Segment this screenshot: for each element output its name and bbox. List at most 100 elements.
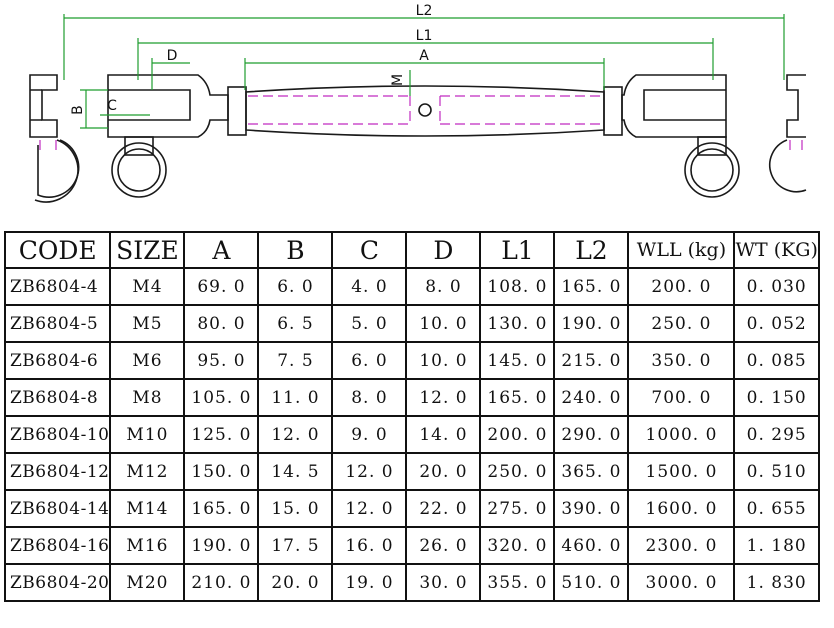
cell-c: 12. 0 [331, 452, 408, 491]
cell-size: M16 [109, 526, 186, 565]
header-size: SIZE [109, 231, 186, 269]
dimension-lines [63, 14, 785, 129]
cell-l2: 510. 0 [553, 563, 630, 602]
cell-wll: 250. 0 [627, 304, 736, 343]
turnbuckle-outline [29, 74, 807, 203]
cell-code: ZB6804-6 [3, 341, 112, 380]
hidden-thread-lines [39, 95, 803, 155]
cell-a: 125. 0 [183, 415, 260, 454]
dim-label-l2: L2 [416, 3, 433, 19]
cell-d: 22. 0 [405, 489, 482, 528]
cell-wll: 1500. 0 [627, 452, 736, 491]
cell-wt: 1. 180 [733, 526, 820, 565]
cell-a: 210. 0 [183, 563, 260, 602]
cell-wt: 0. 052 [733, 304, 820, 343]
cell-d: 30. 0 [405, 563, 482, 602]
cell-size: M14 [109, 489, 186, 528]
cell-size: M5 [109, 304, 186, 343]
cell-wt: 0. 030 [733, 267, 820, 306]
cell-l1: 145. 0 [479, 341, 556, 380]
cell-b: 17. 5 [257, 526, 334, 565]
cell-b: 6. 5 [257, 304, 334, 343]
cell-l2: 190. 0 [553, 304, 630, 343]
cell-code: ZB6804-8 [3, 378, 112, 417]
header-c: C [331, 231, 408, 269]
cell-c: 6. 0 [331, 341, 408, 380]
cell-wt: 0. 510 [733, 452, 820, 491]
header-a: A [183, 231, 260, 269]
cell-d: 10. 0 [405, 304, 482, 343]
cell-b: 20. 0 [257, 563, 334, 602]
cell-size: M12 [109, 452, 186, 491]
cell-l2: 240. 0 [553, 378, 630, 417]
cell-d: 14. 0 [405, 415, 482, 454]
cell-code: ZB6804-12 [3, 452, 112, 491]
cell-size: M4 [109, 267, 186, 306]
cell-wt: 1. 830 [733, 563, 820, 602]
cell-a: 150. 0 [183, 452, 260, 491]
cell-a: 80. 0 [183, 304, 260, 343]
cell-c: 4. 0 [331, 267, 408, 306]
cell-code: ZB6804-5 [3, 304, 112, 343]
cell-code: ZB6804-20 [3, 563, 112, 602]
dim-label-b: B [70, 105, 86, 115]
cell-d: 12. 0 [405, 378, 482, 417]
cell-wll: 1000. 0 [627, 415, 736, 454]
cell-a: 69. 0 [183, 267, 260, 306]
cell-wll: 200. 0 [627, 267, 736, 306]
cell-c: 19. 0 [331, 563, 408, 602]
table-header-row: CODE SIZE A B C D L1 L2 WLL (kg) WT (KG) [3, 231, 820, 269]
cell-wt: 0. 150 [733, 378, 820, 417]
cell-a: 105. 0 [183, 378, 260, 417]
turnbuckle-spec-table: CODE SIZE A B C D L1 L2 WLL (kg) WT (KG)… [3, 231, 820, 602]
header-code: CODE [3, 231, 112, 269]
cell-l2: 365. 0 [553, 452, 630, 491]
cell-l2: 215. 0 [553, 341, 630, 380]
cell-a: 165. 0 [183, 489, 260, 528]
dim-label-l1: L1 [416, 28, 433, 44]
cell-a: 190. 0 [183, 526, 260, 565]
header-wll: WLL (kg) [627, 231, 736, 269]
cell-size: M20 [109, 563, 186, 602]
cell-size: M8 [109, 378, 186, 417]
cell-l1: 275. 0 [479, 489, 556, 528]
cell-wll: 3000. 0 [627, 563, 736, 602]
cell-b: 7. 5 [257, 341, 334, 380]
turnbuckle-technical-drawing: L2 L1 A D B C M [29, 3, 807, 203]
cell-b: 6. 0 [257, 267, 334, 306]
dim-label-a: A [419, 48, 429, 64]
cell-b: 15. 0 [257, 489, 334, 528]
header-l2: L2 [553, 231, 630, 269]
cell-c: 16. 0 [331, 526, 408, 565]
cell-l2: 290. 0 [553, 415, 630, 454]
cell-l1: 320. 0 [479, 526, 556, 565]
cell-l1: 355. 0 [479, 563, 556, 602]
header-d: D [405, 231, 482, 269]
cell-wll: 2300. 0 [627, 526, 736, 565]
cell-wll: 350. 0 [627, 341, 736, 380]
cell-wt: 0. 655 [733, 489, 820, 528]
cell-d: 26. 0 [405, 526, 482, 565]
cell-code: ZB6804-4 [3, 267, 112, 306]
cell-wt: 0. 295 [733, 415, 820, 454]
cell-c: 12. 0 [331, 489, 408, 528]
dim-label-d: D [167, 48, 178, 64]
cell-code: ZB6804-16 [3, 526, 112, 565]
cell-b: 12. 0 [257, 415, 334, 454]
dim-label-m: M [390, 74, 406, 86]
cell-l1: 165. 0 [479, 378, 556, 417]
dim-label-c: C [107, 98, 117, 114]
cell-l1: 200. 0 [479, 415, 556, 454]
cell-l2: 460. 0 [553, 526, 630, 565]
cell-l1: 108. 0 [479, 267, 556, 306]
cell-c: 8. 0 [331, 378, 408, 417]
cell-wll: 700. 0 [627, 378, 736, 417]
